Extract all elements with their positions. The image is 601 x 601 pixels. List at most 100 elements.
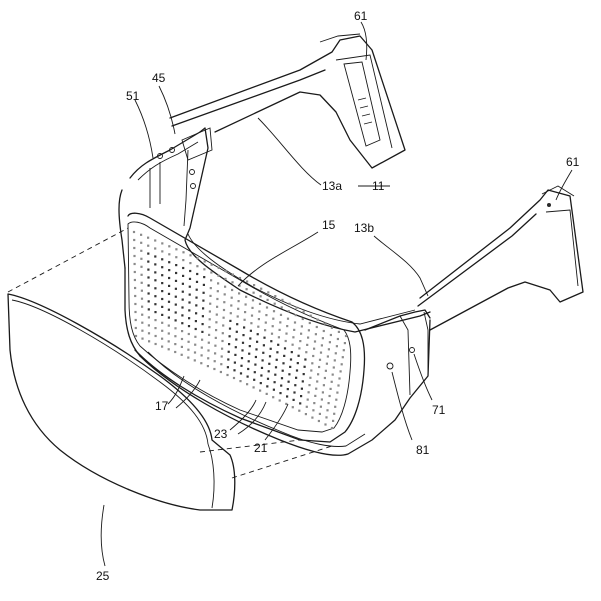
- display-dot: [307, 329, 310, 332]
- display-dot: [327, 348, 330, 351]
- display-dot: [329, 333, 332, 337]
- display-dot: [292, 398, 295, 401]
- display-dot: [244, 311, 247, 314]
- label-25: 25: [96, 569, 110, 583]
- display-dot: [147, 300, 150, 303]
- display-dot: [325, 362, 328, 365]
- display-dot: [231, 273, 234, 276]
- display-dot: [167, 340, 170, 343]
- display-dot: [187, 356, 190, 359]
- display-dot: [210, 279, 213, 282]
- display-dot: [223, 301, 226, 304]
- display-dot: [281, 369, 284, 372]
- display-dot: [283, 347, 287, 350]
- display-dot: [236, 323, 239, 326]
- display-dot: [336, 337, 339, 341]
- display-dot: [238, 292, 241, 295]
- display-dot: [233, 361, 236, 364]
- display-dot: [147, 316, 150, 319]
- display-dot: [337, 330, 340, 333]
- display-dot: [286, 395, 289, 398]
- display-dot: [187, 332, 190, 336]
- display-dot: [134, 302, 137, 306]
- display-dot: [141, 337, 144, 340]
- display-dot: [336, 391, 339, 394]
- display-dot: [174, 335, 177, 338]
- display-dot: [207, 357, 210, 360]
- display-dot: [241, 349, 244, 352]
- display-dot: [269, 347, 272, 350]
- display-dot: [266, 377, 270, 380]
- display-dot: [329, 387, 332, 390]
- display-dot: [208, 310, 211, 313]
- display-dot: [264, 329, 267, 332]
- display-dot: [338, 377, 341, 380]
- display-dot: [180, 337, 184, 341]
- display-dot: [161, 329, 164, 332]
- display-dot: [306, 398, 309, 401]
- label-23: 23: [214, 427, 228, 441]
- display-dot: [340, 363, 343, 366]
- display-dot: [195, 296, 198, 299]
- display-dot: [322, 384, 325, 387]
- display-dot: [154, 311, 157, 314]
- display-dot: [174, 350, 177, 354]
- display-dot: [286, 325, 289, 328]
- display-dot: [319, 405, 322, 408]
- display-dot: [256, 340, 259, 343]
- display-dot: [232, 376, 236, 380]
- display-dot: [251, 299, 255, 302]
- display-dot: [224, 277, 227, 280]
- display-dot: [261, 359, 264, 362]
- display-dot: [134, 310, 137, 314]
- display-dot: [182, 251, 185, 254]
- display-dot: [296, 362, 299, 365]
- display-dot: [287, 380, 290, 383]
- display-dot: [267, 370, 270, 373]
- display-dot: [313, 402, 316, 405]
- display-dot: [309, 314, 312, 317]
- display-dot: [321, 337, 324, 340]
- display-dot: [195, 304, 198, 307]
- display-dot: [182, 266, 185, 270]
- display-dot: [187, 325, 191, 328]
- display-dot: [161, 345, 164, 348]
- display-dot: [288, 373, 291, 376]
- display-dot: [189, 254, 192, 257]
- display-dot: [140, 233, 143, 236]
- display-dot: [133, 278, 136, 282]
- display-dot: [314, 394, 317, 397]
- display-dot: [210, 263, 213, 266]
- display-dot: [313, 347, 316, 350]
- display-dot: [318, 412, 321, 415]
- display-dot: [243, 326, 246, 329]
- display-dot: [154, 303, 157, 306]
- display-dot: [254, 363, 257, 366]
- display-dot: [280, 384, 283, 387]
- display-dot: [195, 280, 199, 283]
- display-dot: [187, 348, 190, 351]
- display-dot: [250, 322, 253, 325]
- display-dot: [282, 362, 285, 365]
- display-dot: [308, 321, 311, 325]
- display-dot: [167, 300, 171, 303]
- display-dot: [141, 305, 144, 308]
- display-dot: [154, 279, 157, 282]
- display-dot: [273, 302, 276, 305]
- display-dot: [182, 274, 185, 277]
- display-dot: [252, 386, 255, 389]
- display-dot: [161, 242, 164, 245]
- display-dot: [200, 362, 203, 365]
- display-dot: [324, 423, 327, 426]
- display-dot: [228, 327, 232, 330]
- display-dot: [300, 325, 303, 328]
- display-dot: [255, 348, 258, 351]
- display-dot: [267, 291, 270, 294]
- display-dot: [318, 358, 322, 361]
- display-dot: [201, 330, 204, 333]
- display-dot: [133, 270, 136, 274]
- display-dot: [207, 341, 210, 344]
- display-dot: [141, 321, 144, 324]
- display-dot: [290, 351, 293, 354]
- display-dot: [222, 324, 225, 327]
